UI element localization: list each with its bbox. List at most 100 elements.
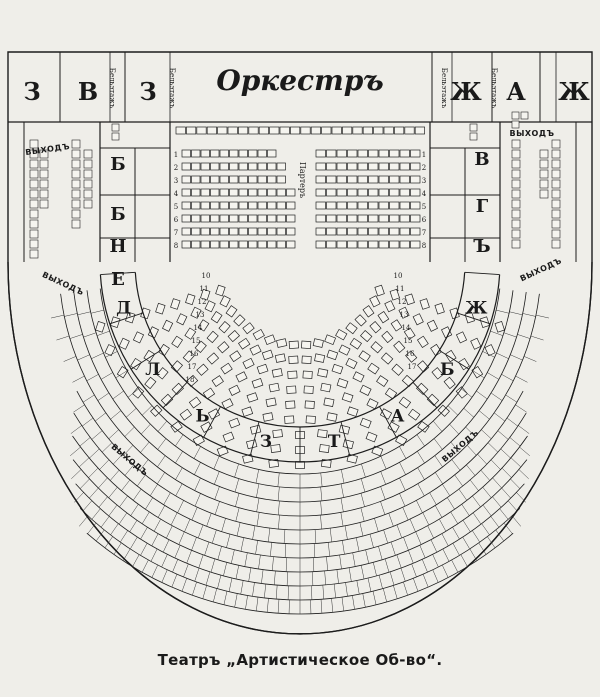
- gallery-seat-tick: [419, 545, 426, 559]
- gallery-seat-tick: [402, 507, 409, 521]
- seat-amphitheatre: [430, 343, 442, 357]
- seat-amphitheatre: [288, 355, 299, 364]
- seat-front-row: [342, 126, 353, 135]
- gallery-seat-tick: [256, 512, 260, 527]
- amph-row-number-left: 14: [194, 324, 203, 332]
- gallery-seat-tick: [472, 530, 480, 543]
- gallery-seat-tick: [522, 313, 536, 317]
- seat-amphitheatre: [358, 350, 371, 363]
- seat-parterre-left: [229, 227, 239, 236]
- gallery-seat-tick: [365, 549, 369, 564]
- gallery-seat-tick: [132, 554, 140, 567]
- seat-amphitheatre: [95, 321, 106, 333]
- gallery-seat-tick: [482, 486, 492, 498]
- seat-parterre-left: [210, 227, 220, 236]
- gallery-seat-tick: [452, 527, 460, 540]
- gallery-seat-tick: [127, 388, 139, 398]
- seat-parterre-left: [210, 214, 220, 223]
- gallery-seat-tick: [466, 464, 476, 476]
- gallery-seat-tick: [234, 593, 238, 608]
- seat-parterre-left: [248, 162, 258, 171]
- seat-parterre-right: [357, 149, 368, 158]
- gallery-seat-tick: [244, 552, 248, 567]
- gallery-seat-tick: [340, 512, 344, 527]
- gallery-seat-tick: [326, 556, 328, 571]
- seat-parterre-left: [248, 149, 258, 158]
- amph-row-number-right: 12: [398, 298, 407, 306]
- box-ring-divider: [130, 350, 161, 370]
- gallery-seat-tick: [130, 504, 139, 516]
- seat-amphitheatre: [323, 397, 335, 407]
- parterre-row-number-right: 5: [422, 203, 426, 211]
- box-ring-letter: Т: [328, 432, 341, 452]
- seat-parterre-right: [347, 240, 358, 249]
- gallery-seat-tick: [221, 518, 226, 532]
- gallery-seat-tick: [476, 390, 488, 400]
- amph-row-number-left: 13: [196, 311, 205, 319]
- gallery-seat-tick: [100, 516, 110, 528]
- gallery-seat-tick: [217, 546, 222, 560]
- gallery-seat-tick: [360, 565, 365, 579]
- gallery-seat-tick: [140, 423, 151, 435]
- parterre-row-number-right: 2: [422, 164, 426, 172]
- seat-parterre-right: [347, 214, 358, 223]
- box-tier-label-top-left: Бельэтажъ: [168, 68, 176, 109]
- gallery-seat-tick: [277, 599, 280, 614]
- seat-amphitheatre: [170, 298, 181, 310]
- seat-amphitheatre: [215, 284, 226, 297]
- box-ring-inner-arc: [134, 272, 466, 428]
- seat-parterre-left: [200, 227, 210, 236]
- seat-front-row: [269, 126, 280, 135]
- seat-amphitheatre: [341, 392, 354, 403]
- seat-parterre-left: [191, 162, 201, 171]
- gallery-seat-tick: [170, 512, 178, 526]
- seat-parterre-right: [315, 201, 326, 210]
- gallery-seat-tick: [345, 582, 348, 597]
- gallery-seat-tick: [399, 493, 406, 507]
- gallery-seat-tick: [451, 459, 461, 471]
- box-letter-top-right: Ж: [450, 77, 482, 106]
- seat-parterre-left: [286, 214, 296, 223]
- gallery-seat-tick: [283, 529, 286, 544]
- gallery-seat-tick: [88, 467, 99, 478]
- parterre-row-number-left: 2: [174, 164, 178, 172]
- amph-row-number-left: 18: [186, 376, 195, 384]
- seat-parterre-left: [257, 227, 267, 236]
- seat-front-row: [321, 126, 332, 135]
- seat-parterre-left: [191, 188, 201, 197]
- seat-parterre-right: [347, 162, 358, 171]
- gallery-seat-tick: [191, 537, 197, 551]
- gallery-seat-tick: [113, 453, 123, 465]
- seat-amphitheatre: [288, 340, 299, 349]
- seat-amphitheatre: [274, 353, 286, 363]
- seat-parterre-right: [347, 149, 358, 158]
- seat-amphitheatre: [140, 307, 151, 320]
- gallery-seat-tick: [432, 420, 443, 432]
- seat-amphitheatre: [417, 360, 430, 373]
- amph-row-number-right: 16: [406, 350, 415, 358]
- gallery-seat-tick: [123, 445, 134, 456]
- gallery-seat-tick: [214, 486, 220, 500]
- seat-amphitheatre: [389, 288, 400, 301]
- gallery-tier-arc: [86, 532, 514, 615]
- gallery-seat-tick: [96, 330, 110, 336]
- gallery-seat-tick: [86, 374, 99, 382]
- seat-amphitheatre: [286, 385, 297, 394]
- gallery-seat-tick: [340, 498, 344, 512]
- seat-parterre-right: [399, 162, 410, 171]
- gallery-seat-tick: [110, 410, 122, 420]
- gallery-seat-tick: [461, 388, 473, 398]
- gallery-seat-tick: [507, 500, 518, 512]
- seat-parterre-right: [399, 175, 410, 184]
- gallery-seat-tick: [210, 558, 216, 573]
- gallery-seat-tick: [503, 522, 513, 534]
- gallery-seat-tick: [198, 554, 204, 569]
- parterre-label: Партеръ: [298, 162, 307, 198]
- gallery-seat-tick: [140, 543, 148, 556]
- gallery-seat-tick: [56, 335, 70, 341]
- seat-parterre-left: [181, 240, 191, 249]
- amph-row-number-left: 10: [202, 272, 211, 280]
- seat-amphitheatre: [228, 417, 241, 429]
- gallery-seat-tick: [413, 578, 419, 592]
- seat-front-row: [352, 126, 363, 135]
